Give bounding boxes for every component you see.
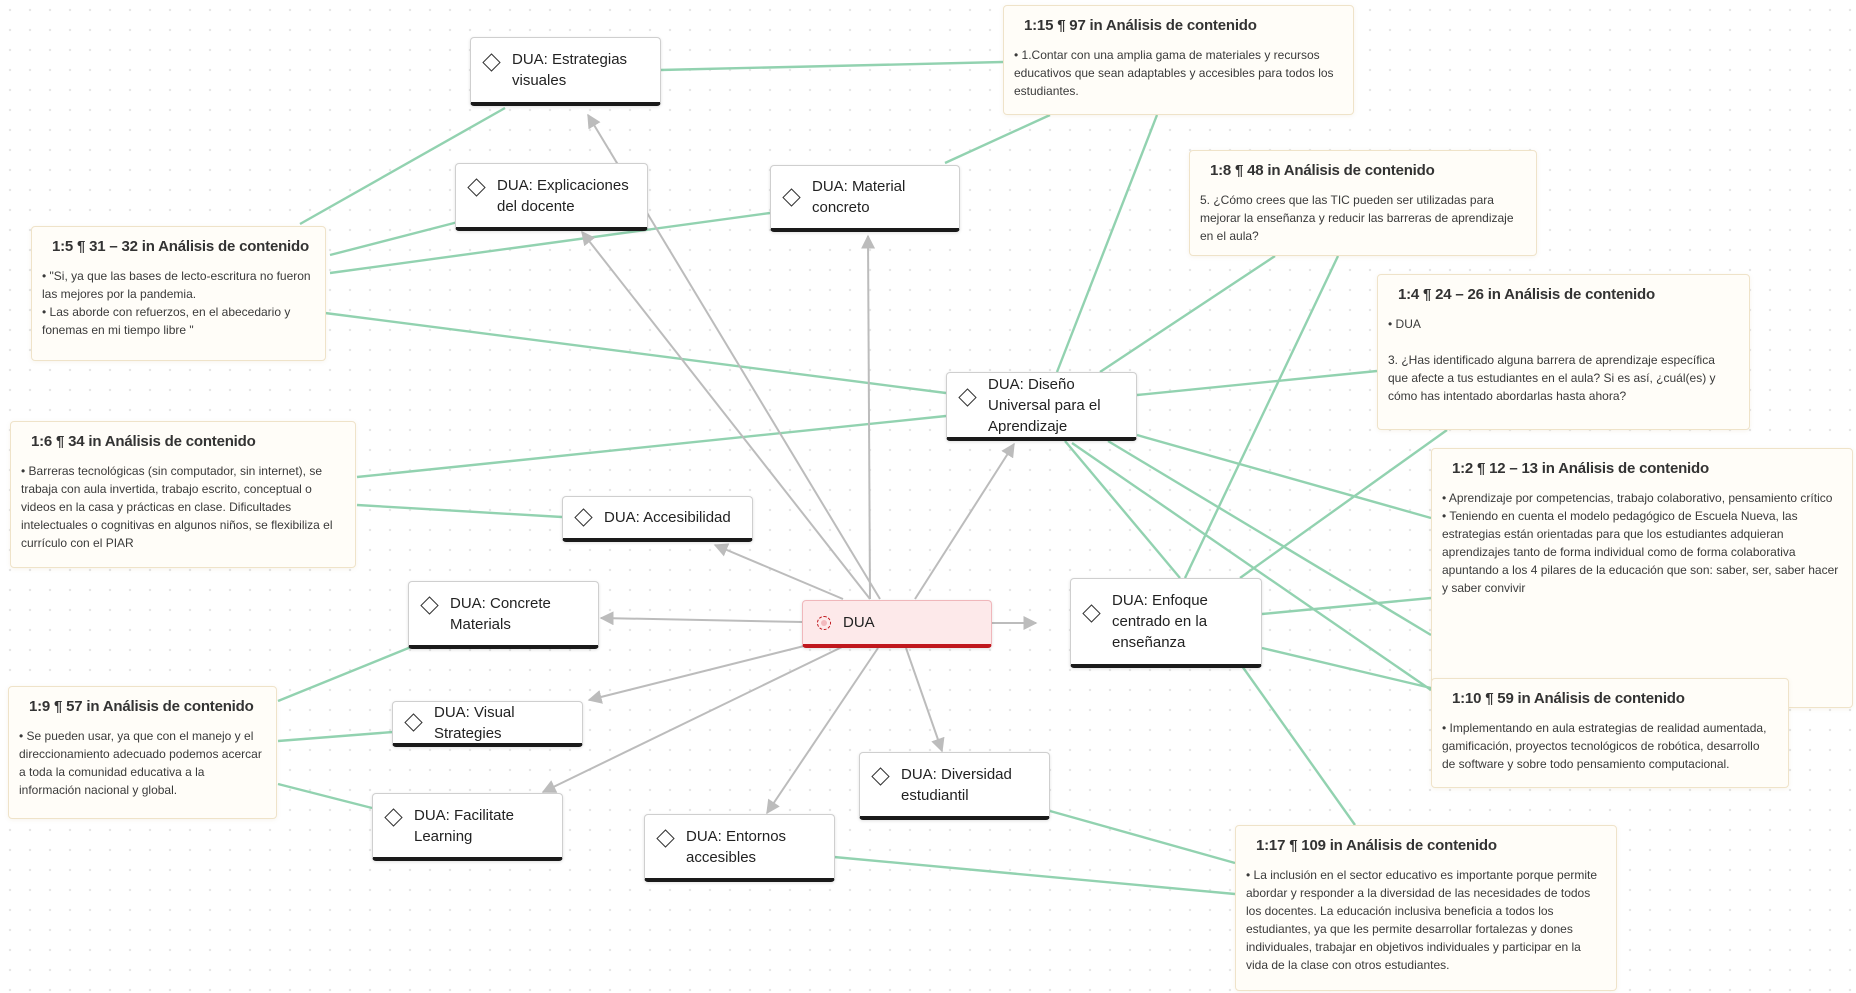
code-node-diseno-universal[interactable]: DUA: Diseño Universal para el Aprendizaj… [946, 372, 1137, 441]
code-label: DUA: Concrete Materials [450, 594, 551, 633]
quotation-note-1-15[interactable]: 1:15 ¶ 97 in Análisis de contenido • 1.C… [1003, 5, 1354, 115]
link-line [329, 220, 459, 257]
relation-arrow [587, 639, 829, 704]
link-line [1055, 114, 1159, 373]
quotation-note-1-10[interactable]: 1:10 ¶ 59 in Análisis de contenido • Imp… [1431, 678, 1789, 788]
link-line [1261, 596, 1432, 616]
quotation-title: 1:8 ¶ 48 in Análisis de contenido [1210, 162, 1435, 179]
code-node-enfoque-ensenanza[interactable]: DUA: Enfoque centrado en la enseñanza [1070, 578, 1262, 668]
code-diamond-icon [384, 808, 403, 827]
quotation-text: • Implementando en aula estrategias de r… [1442, 721, 1767, 771]
link-line [833, 855, 1236, 896]
quotation-text: • Aprendizaje por competencias, trabajo … [1442, 491, 1839, 595]
code-label: DUA: Diversidad estudiantil [901, 765, 1012, 804]
link-line [659, 60, 1004, 72]
relation-arrow [861, 234, 876, 600]
quotation-text: • Barreras tecnológicas (sin computador,… [21, 464, 333, 550]
code-node-visual-strategies[interactable]: DUA: Visual Strategies [392, 701, 583, 747]
code-node-material-concreto[interactable]: DUA: Material concreto [770, 165, 960, 232]
quotation-title: 1:6 ¶ 34 in Análisis de contenido [31, 433, 256, 450]
code-label: DUA: Visual Strategies [434, 703, 515, 742]
code-label: DUA: Diseño Universal para el Aprendizaj… [988, 375, 1101, 435]
code-node-concrete-materials[interactable]: DUA: Concrete Materials [408, 581, 599, 649]
link-line [1239, 429, 1448, 579]
code-diamond-icon [482, 52, 501, 72]
code-diamond-icon [782, 187, 801, 207]
link-line [1261, 646, 1432, 690]
quotation-text: • La inclusión en el sector educativo es… [1246, 868, 1598, 972]
code-node-diversidad-estudiantil[interactable]: DUA: Diversidad estudiantil [859, 752, 1050, 820]
link-line [277, 782, 373, 810]
quotation-title: 1:17 ¶ 109 in Análisis de contenido [1256, 837, 1497, 854]
quotation-note-1-5[interactable]: 1:5 ¶ 31 – 32 in Análisis de contenido •… [31, 226, 326, 361]
code-label: DUA: Accesibilidad [604, 509, 731, 526]
link-line [944, 113, 1051, 165]
link-line [1136, 369, 1378, 397]
code-node-accesibilidad[interactable]: DUA: Accesibilidad [562, 496, 753, 542]
code-diamond-icon [871, 767, 890, 786]
link-line [356, 503, 563, 519]
link-line [356, 414, 947, 479]
code-diamond-icon [420, 596, 439, 615]
link-line [1241, 665, 1356, 826]
code-group-icon [817, 615, 831, 630]
quotation-title: 1:4 ¶ 24 – 26 in Análisis de contenido [1398, 286, 1655, 303]
quotation-text: 5. ¿Cómo crees que las TIC pueden ser ut… [1200, 193, 1514, 243]
relation-arrows [541, 113, 1038, 815]
relation-arrow [766, 647, 879, 815]
link-line [1071, 442, 1432, 691]
code-label: DUA: Estrategias visuales [512, 51, 628, 89]
quotation-title: 1:2 ¶ 12 – 13 in Análisis de contenido [1452, 460, 1709, 477]
code-diamond-icon [958, 387, 977, 407]
code-label: DUA: Facilitate Learning [414, 806, 515, 845]
link-line [1099, 254, 1276, 374]
code-label: DUA: Entornos accesibles [686, 827, 787, 866]
link-line [329, 211, 771, 275]
quotation-note-1-6[interactable]: 1:6 ¶ 34 in Análisis de contenido • Barr… [10, 421, 356, 568]
link-line [277, 730, 394, 743]
link-line [1136, 433, 1432, 520]
quotation-note-1-2[interactable]: 1:2 ¶ 12 – 13 in Análisis de contenido •… [1431, 448, 1853, 708]
code-group-node-dua[interactable]: DUA [802, 600, 992, 648]
relation-arrow [581, 230, 871, 600]
quotation-text: • "Si, ya que las bases de lecto-escritu… [42, 269, 311, 337]
code-diamond-icon [467, 178, 486, 197]
relation-arrow [541, 646, 843, 793]
link-line [277, 645, 412, 703]
link-line [299, 106, 506, 226]
code-label: DUA: Explicaciones del docente [497, 176, 629, 215]
link-line [1049, 809, 1236, 865]
link-line [1064, 440, 1181, 579]
quotation-note-1-8[interactable]: 1:8 ¶ 48 in Análisis de contenido 5. ¿Có… [1189, 150, 1537, 256]
quotation-title: 1:10 ¶ 59 in Análisis de contenido [1452, 690, 1685, 707]
code-group-label: DUA [843, 614, 875, 631]
quotation-title: 1:9 ¶ 57 in Análisis de contenido [29, 698, 254, 715]
quotation-links [277, 60, 1448, 896]
quotation-text: • Se pueden usar, ya que con el manejo y… [19, 729, 262, 797]
relation-arrow [713, 543, 844, 600]
code-node-explicaciones-docente[interactable]: DUA: Explicaciones del docente [455, 163, 648, 231]
link-line [1183, 255, 1340, 579]
relation-arrow [914, 442, 1015, 600]
code-diamond-icon [404, 713, 423, 732]
quotation-title: 1:5 ¶ 31 – 32 in Análisis de contenido [52, 238, 309, 255]
code-diamond-icon [574, 508, 593, 527]
quotation-note-1-4[interactable]: 1:4 ¶ 24 – 26 in Análisis de contenido •… [1377, 274, 1750, 430]
relation-arrow [599, 611, 804, 626]
code-node-entornos-accesibles[interactable]: DUA: Entornos accesibles [644, 814, 835, 882]
quotation-title: 1:15 ¶ 97 in Análisis de contenido [1024, 17, 1257, 34]
code-label: DUA: Enfoque centrado en la enseñanza [1112, 592, 1208, 651]
quotation-note-1-17[interactable]: 1:17 ¶ 109 in Análisis de contenido • La… [1235, 825, 1617, 991]
quotation-note-1-9[interactable]: 1:9 ¶ 57 in Análisis de contenido • Se p… [8, 686, 277, 819]
quotation-text: • 1.Contar con una amplia gama de materi… [1014, 48, 1334, 98]
relation-arrow [905, 647, 945, 753]
link-line [324, 311, 947, 395]
code-node-estrategias-visuales[interactable]: DUA: Estrategias visuales [470, 37, 661, 106]
code-diamond-icon [1082, 604, 1101, 623]
code-diamond-icon [656, 829, 675, 848]
quotation-text: • DUA 3. ¿Has identificado alguna barrer… [1388, 317, 1716, 403]
code-node-facilitate-learning[interactable]: DUA: Facilitate Learning [372, 793, 563, 861]
code-label: DUA: Material concreto [812, 178, 906, 216]
